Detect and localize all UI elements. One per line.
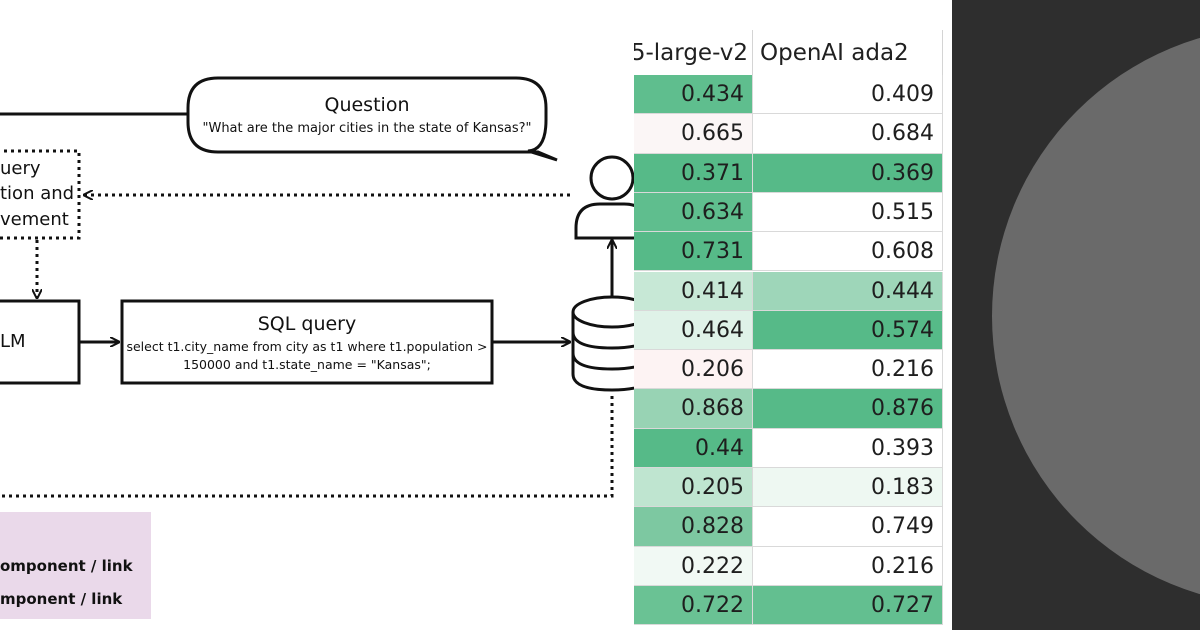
decorative-panel: [952, 0, 1200, 630]
table-cell-model-b: 0.444: [753, 271, 943, 311]
table-cell-model-a: 0.868: [634, 389, 753, 429]
sql-line-1: select t1.city_name from city as t1 wher…: [126, 339, 488, 354]
decorative-circle: [992, 26, 1200, 606]
table-cell-model-a: 0.665: [634, 114, 753, 154]
sql-query-box: [120, 299, 494, 385]
diagram-panel: Question "What are the major cities in t…: [0, 76, 634, 619]
table-cell-model-b: 0.574: [753, 310, 943, 351]
table-cell-model-a: 0.634: [634, 192, 753, 233]
query-box-line-2: tion and: [0, 183, 75, 204]
table-header-model-b: OpenAI ada2: [753, 30, 943, 76]
database-icon: [571, 295, 634, 392]
table-cell-model-a: 0.206: [634, 350, 753, 390]
llm-label: LM: [0, 331, 26, 352]
legend-box: omponent / link mponent / link: [0, 512, 151, 619]
query-box-line-3: vement: [0, 209, 69, 230]
table-cell-model-b: 0.216: [753, 350, 943, 390]
legend-line-1: omponent / link: [0, 557, 133, 575]
table-cell-model-a: 0.44: [634, 428, 753, 468]
table-cell-model-b: 0.216: [753, 546, 943, 586]
table-cell-model-b: 0.393: [753, 428, 943, 468]
diagram-canvas: [0, 76, 634, 498]
table-cell-model-a: 0.434: [634, 75, 753, 115]
database-feedback-link: [0, 396, 614, 498]
table-cell-model-b: 0.749: [753, 507, 943, 547]
table-cell-model-b: 0.684: [753, 114, 943, 154]
question-text: "What are the major cities in the state …: [202, 121, 532, 136]
table-cell-model-a: 0.464: [634, 310, 753, 351]
sql-line-2: 150000 and t1.state_name = "Kansas";: [183, 357, 431, 372]
table-cell-model-a: 0.371: [634, 153, 753, 193]
sql-title: SQL query: [257, 313, 357, 335]
query-box-line-1: uery: [0, 158, 41, 179]
table-cell-model-a: 0.414: [634, 271, 753, 311]
table-cell-model-a: 0.722: [634, 585, 753, 626]
question-speech-bubble: [186, 76, 558, 162]
table-cell-model-b: 0.727: [753, 585, 943, 626]
table-cell-model-a: 0.731: [634, 232, 753, 272]
query-refinement-box: [0, 149, 81, 240]
table-cell-model-b: 0.183: [753, 468, 943, 508]
table-header-model-a: 5-large-v2: [634, 30, 753, 76]
question-title: Question: [324, 94, 410, 116]
table-cell-model-b: 0.515: [753, 192, 943, 233]
legend-line-2: mponent / link: [0, 590, 123, 608]
table-cell-model-b: 0.876: [753, 389, 943, 429]
table-cell-model-b: 0.608: [753, 232, 943, 272]
table-cell-model-b: 0.369: [753, 153, 943, 193]
table-cell-model-a: 0.828: [634, 507, 753, 547]
user-icon: [574, 155, 634, 240]
table-cell-model-a: 0.205: [634, 468, 753, 508]
table-cell-model-b: 0.409: [753, 75, 943, 115]
llm-box: [0, 299, 81, 385]
table-cell-model-a: 0.222: [634, 546, 753, 586]
